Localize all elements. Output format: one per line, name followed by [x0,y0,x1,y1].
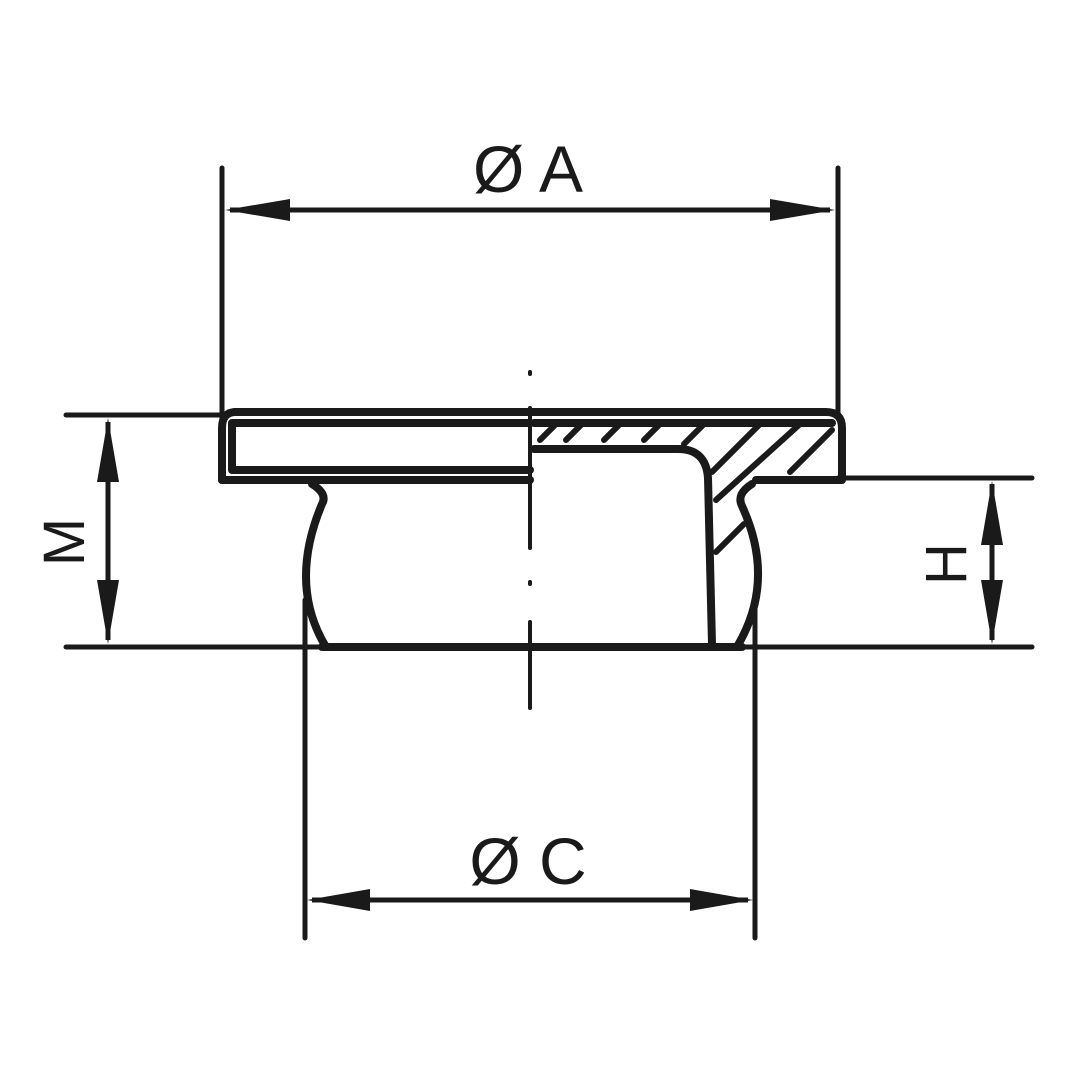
part-outline [218,408,846,651]
extension-lines [63,165,1035,941]
section-inner-wall [530,445,716,648]
arrowhead-a-right [770,199,835,221]
arrowhead-m-bottom [97,580,119,644]
arrowhead-c-left [307,889,370,911]
dimension-c [307,889,753,911]
section-hatching [537,421,835,555]
arrowhead-h-top [981,481,1003,545]
label-diameter-c: Ø C [469,824,586,898]
dimension-m [97,418,119,644]
label-height-m: M [32,518,97,566]
arrowhead-a-left [225,199,290,221]
dimension-a [225,199,835,221]
flange-inner-left [228,419,534,474]
arrowhead-c-right [690,889,753,911]
barrel-right [734,480,763,649]
arrowhead-m-top [97,418,119,482]
barrel-left [302,480,330,651]
dimension-h [981,481,1003,644]
arrowhead-h-bottom [981,580,1003,644]
label-diameter-a: Ø A [473,132,583,206]
label-height-h: H [914,543,979,585]
